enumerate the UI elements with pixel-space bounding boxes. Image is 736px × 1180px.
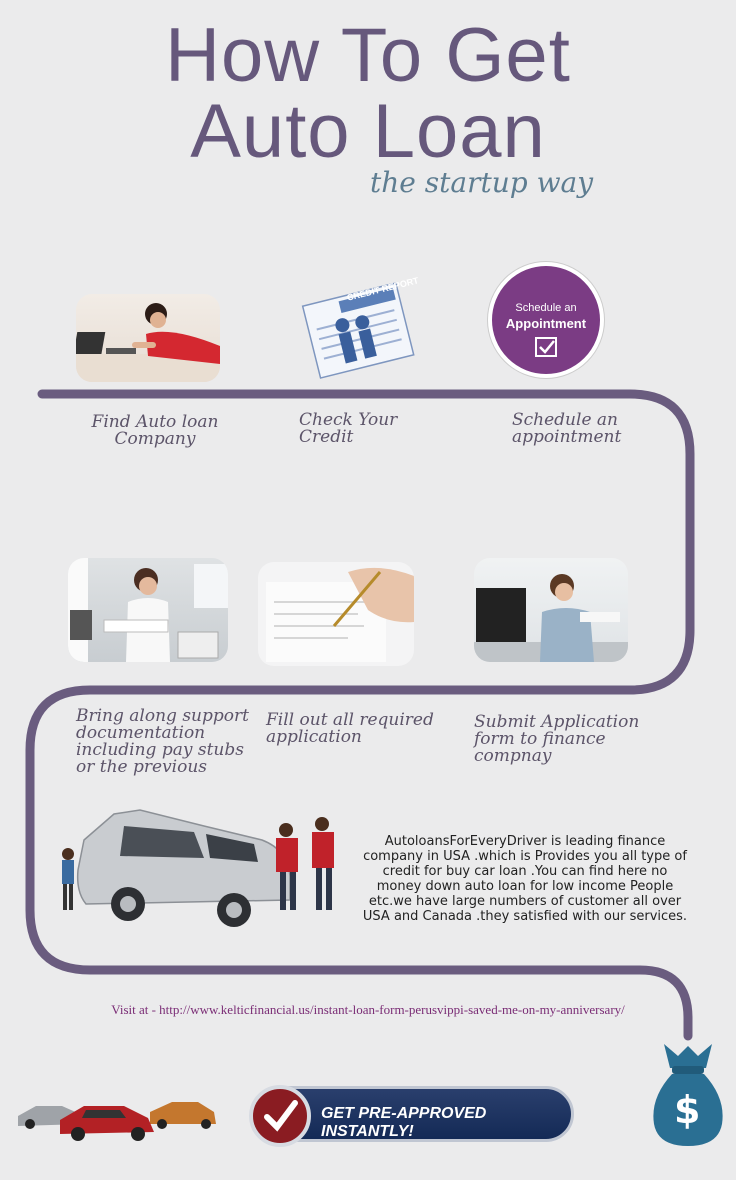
visit-link[interactable]: Visit at - http://www.kelticfinancial.us… [111,1002,625,1017]
step-fill-out-application: Fill out all required application [266,710,434,747]
dollar-symbol: $ [674,1088,701,1132]
appointment-badge-line1: Schedule an [515,302,577,314]
woman-laptop-photo [76,294,220,382]
appointment-badge: Schedule an Appointment [488,262,604,378]
credit-report-illustration: CREDIT REPORT [288,275,424,380]
step-submit-application: Submit Application form to finance compn… [474,712,640,766]
office-woman-photo [68,558,228,662]
step-find-auto-loan-company: Find Auto loan Company [91,412,219,449]
get-pre-approved-label: GET PRE-APPROVED INSTANTLY! [321,1105,487,1140]
appointment-badge-line2: Appointment [505,316,587,331]
step-bring-documentation: Bring along support documentation includ… [76,706,249,777]
page-title: How To Get Auto Loan [0,18,736,170]
title-line-1: How To Get [165,13,571,98]
family-car-image [54,800,344,934]
money-bag-icon: $ [650,1038,726,1148]
checkmark-badge-icon [249,1085,311,1147]
company-description: AutoloansForEveryDriver is leading finan… [362,834,688,924]
get-pre-approved-button[interactable]: GET PRE-APPROVED INSTANTLY! [249,1085,574,1147]
step-check-credit: Check Your Credit [299,410,398,447]
three-cars-image [14,1094,220,1144]
submit-application-photo [474,558,628,662]
checkbox-icon [535,337,557,357]
step-schedule-appointment: Schedule an appointment [512,410,622,447]
title-line-2: Auto Loan [190,89,546,174]
tagline: the startup way [370,166,594,199]
signing-document-photo [258,562,414,666]
